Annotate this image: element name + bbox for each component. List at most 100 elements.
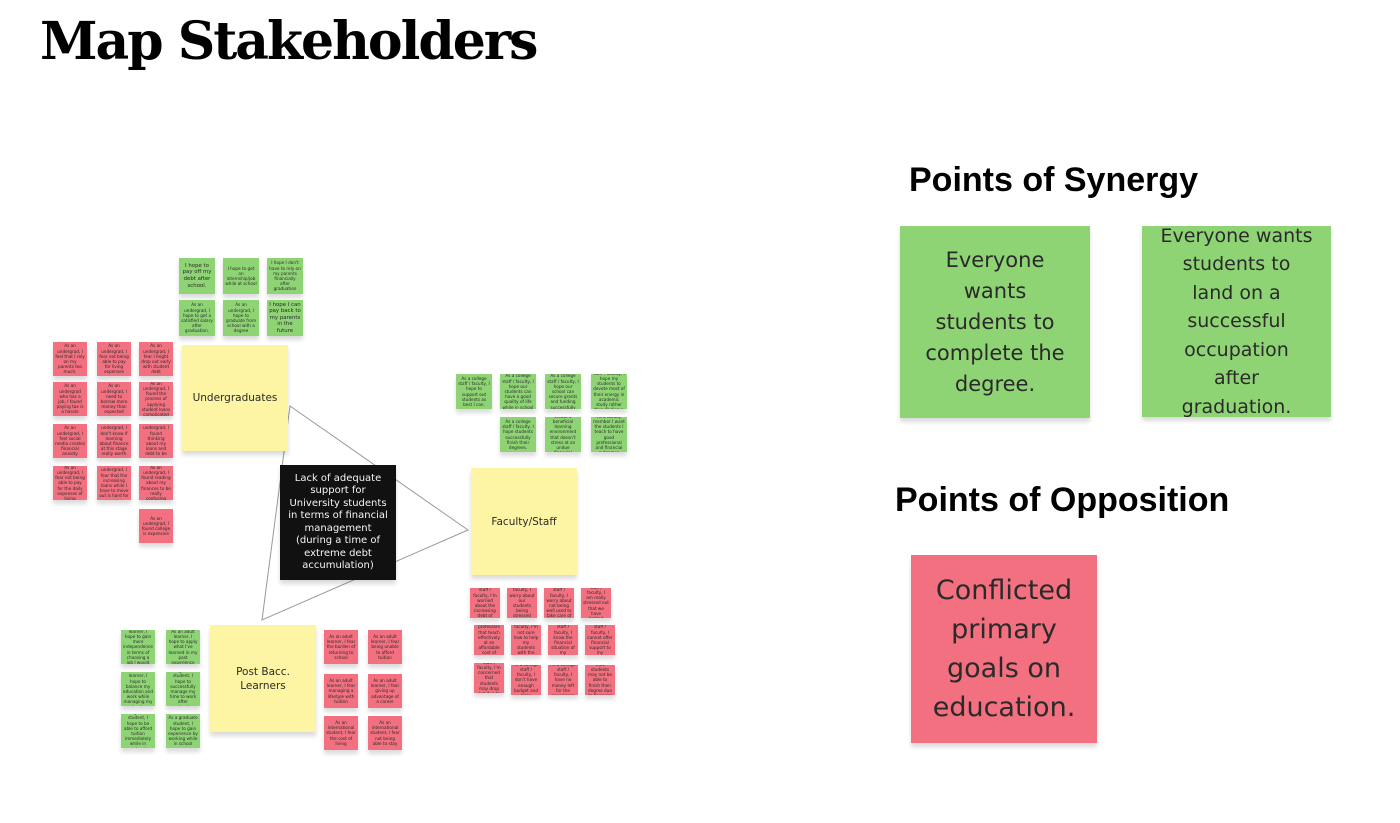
note-text: As an adult learner, I fear being unable… <box>370 633 400 660</box>
opposition-heading: Points of Opposition <box>895 481 1230 519</box>
stakeholder-label: Faculty/Staff <box>491 515 557 528</box>
faculty-concern-note[interactable]: As a college staff / faculty, I worry ab… <box>507 588 537 618</box>
faculty-hope-note[interactable]: As a college staff / faculty, I hope our… <box>500 374 536 409</box>
faculty-hope-note[interactable]: As a college staff / faculty, I hope our… <box>545 374 581 409</box>
faculty-hope-note[interactable]: As a faculty member I want the students … <box>591 417 627 452</box>
stakeholder-undergraduates[interactable]: Undergraduates <box>182 345 288 451</box>
postbacc-hope-note[interactable]: As an adult learner, I hope to gain more… <box>121 630 155 664</box>
note-text: As an adult learner, I hope to gain more… <box>123 630 153 664</box>
faculty-hope-note[interactable]: As a college staff / faculty, I hope my … <box>591 374 627 409</box>
note-text: As an undergrad who has a job, I found p… <box>56 383 84 415</box>
undergrad-concern-note[interactable]: As an undergrad who has a job, I found p… <box>53 382 87 416</box>
postbacc-hope-note[interactable]: As an adult learner, I hope to apply wha… <box>166 630 200 664</box>
undergrad-concern-note[interactable]: As an undergrad, I fear that the increas… <box>97 466 131 500</box>
undergrad-concern-note[interactable]: As an undergrad, I feel social media cre… <box>53 424 87 458</box>
note-text: As an adult learner, I fear the burden o… <box>326 633 356 660</box>
undergrad-hope-note[interactable]: I hope I don't have to rely on my parent… <box>267 258 303 294</box>
note-text: As an undergrad, I fear not being able t… <box>55 466 85 500</box>
undergrad-hope-note[interactable]: I hope I can pay back to my parents in t… <box>267 300 303 336</box>
note-text: As an undergrad, I found reading about m… <box>141 466 171 500</box>
postbacc-hope-note[interactable]: As an adult learner, I hope to balance m… <box>121 672 155 706</box>
note-text: As a college staff / faculty, I am reall… <box>583 588 609 618</box>
faculty-concern-note[interactable]: As a college staff / faculty, I don't ha… <box>511 665 541 695</box>
undergrad-concern-note[interactable]: As an undergrad, I feel that I rely on m… <box>53 342 87 376</box>
note-text: Everyone wants students to land on a suc… <box>1160 226 1313 417</box>
note-text: As an undergrad, I feel that I rely on m… <box>55 343 85 375</box>
opposition-note[interactable]: Conflicted primary goals on education. <box>911 555 1097 743</box>
undergrad-hope-note[interactable]: As an undergrad, I hope to graduate from… <box>223 300 259 336</box>
note-text: I hope to get an internship/job while at… <box>225 265 257 287</box>
note-text: As an undergrad, I hope to get a satisfi… <box>181 302 213 334</box>
note-text: As a college staff / faculty, I don't ha… <box>513 665 539 695</box>
undergrad-concern-note[interactable]: As an undergrad, I fear not being able t… <box>53 466 87 500</box>
note-text: Everyone wants students to complete the … <box>925 247 1065 396</box>
note-text: As an international student, I fear the … <box>326 719 356 746</box>
note-text: Conflicted primary goals on education. <box>932 575 1076 723</box>
undergrad-concern-note[interactable]: As an undergrad, I don't know if learnin… <box>97 424 131 458</box>
note-text: As a college staff / faculty, I have no … <box>550 665 575 695</box>
undergrad-concern-note[interactable]: As an undergrad, I fear I might drop out… <box>139 342 173 376</box>
postbacc-concern-note[interactable]: As an adult learner, I fear managing a l… <box>324 674 358 708</box>
undergrad-hope-note[interactable]: I hope to get an internship/job while at… <box>223 258 259 294</box>
faculty-concern-note[interactable]: As a college staff / faculty, I am reall… <box>581 588 611 618</box>
note-text: As a college staff / faculty, I hope our… <box>502 374 534 409</box>
faculty-concern-note[interactable]: As a college staff / faculty, I'm not su… <box>511 625 541 655</box>
undergrad-concern-note[interactable]: As an undergrad, I found college is expe… <box>139 509 173 543</box>
note-text: As an undergrad, I feel social media cre… <box>55 425 85 457</box>
note-text: Finding professors that teach effectivel… <box>478 625 500 655</box>
note-text: As a graduate student, I hope to be able… <box>123 714 153 748</box>
undergrad-concern-note[interactable]: As an undergrad, I need to borrow more m… <box>97 382 131 416</box>
note-text: As an adult learner, I hope to apply wha… <box>168 630 198 664</box>
note-text: As a college staff / faculty, I worry ab… <box>546 588 572 618</box>
stakeholder-faculty-staff[interactable]: Faculty/Staff <box>471 468 577 575</box>
postbacc-concern-note[interactable]: As an adult learner, I fear being unable… <box>368 630 402 664</box>
undergrad-hope-note[interactable]: I hope to pay off my debt after school. <box>179 258 215 294</box>
postbacc-hope-note[interactable]: As a graduate student, I hope to be able… <box>121 714 155 748</box>
faculty-concern-note[interactable]: As a college staff / faculty, I'm concer… <box>474 663 504 693</box>
core-problem-note[interactable]: Lack of adequate support for University … <box>280 465 396 580</box>
faculty-concern-note[interactable]: As a college staff / faculty, I know the… <box>548 625 578 655</box>
note-text: As a college staff / faculty, I hope stu… <box>502 418 534 450</box>
undergrad-concern-note[interactable]: As an undergrad, I found the process of … <box>139 382 173 416</box>
note-text: As an undergrad, I fear that the increas… <box>99 466 129 500</box>
faculty-hope-note[interactable]: A student to create a beneficial learnin… <box>545 417 581 452</box>
postbacc-concern-note[interactable]: As an adult learner, I fear giving up ad… <box>368 674 402 708</box>
faculty-concern-note[interactable]: Finding professors that teach effectivel… <box>474 625 504 655</box>
note-text: As an international student, I fear not … <box>370 719 400 746</box>
undergrad-concern-note[interactable]: As an undergrad, I found thinking about … <box>139 424 173 458</box>
note-text: As a college staff / faculty, I'm not su… <box>513 625 539 655</box>
postbacc-concern-note[interactable]: As an international student, I fear the … <box>324 716 358 750</box>
synergy-note[interactable]: Everyone wants students to complete the … <box>900 226 1090 418</box>
undergrad-concern-note[interactable]: As an undergrad, I fear not being able t… <box>97 342 131 376</box>
postbacc-concern-note[interactable]: As an adult learner, I fear the burden o… <box>324 630 358 664</box>
note-text: As a college staff / faculty, I hope to … <box>458 375 490 407</box>
note-text: As a faculty member I want the students … <box>593 417 625 452</box>
faculty-hope-note[interactable]: As a college staff / faculty, I hope stu… <box>500 417 536 452</box>
note-text: As a graduate student, I hope to gain ex… <box>168 715 198 747</box>
faculty-concern-note[interactable]: As a college staff / faculty, I worry ab… <box>544 588 574 618</box>
note-text: As an adult learner, I hope to balance m… <box>123 672 153 706</box>
page-title: Map Stakeholders <box>40 11 538 72</box>
postbacc-hope-note[interactable]: As a graduate student, I hope to success… <box>166 672 200 706</box>
note-text: As a college staff / faculty, I'm concer… <box>477 663 501 693</box>
faculty-hope-note[interactable]: As a college staff / faculty, I hope to … <box>456 374 492 409</box>
note-text: As an undergrad, I need to borrow more m… <box>100 383 128 415</box>
undergrad-hope-note[interactable]: As an undergrad, I hope to get a satisfi… <box>179 300 215 336</box>
faculty-concern-note[interactable]: As a college staff / faculty, I have no … <box>548 665 578 695</box>
note-text: Worried that students may not be able to… <box>588 665 612 695</box>
note-text: As a college staff / faculty, I'm worrie… <box>473 588 497 618</box>
note-text: As an undergrad, I fear not being able t… <box>99 343 129 375</box>
stakeholder-label: Post Bacc. Learners <box>236 665 290 692</box>
stakeholder-post-bacc-learners[interactable]: Post Bacc. Learners <box>210 625 316 732</box>
faculty-concern-note[interactable]: As a college staff / faculty, I'm worrie… <box>470 588 500 618</box>
note-text: As an undergrad, I found the process of … <box>141 382 171 416</box>
problem-text: Lack of adequate support for University … <box>288 472 388 572</box>
synergy-note[interactable]: Everyone wants students to land on a suc… <box>1142 226 1331 417</box>
undergrad-concern-note[interactable]: As an undergrad, I found reading about m… <box>139 466 173 500</box>
postbacc-hope-note[interactable]: As a graduate student, I hope to gain ex… <box>166 714 200 748</box>
faculty-concern-note[interactable]: Worried that students may not be able to… <box>585 665 615 695</box>
faculty-concern-note[interactable]: As a college staff / faculty, I cannot o… <box>585 625 615 655</box>
note-text: As an adult learner, I fear giving up ad… <box>370 677 400 704</box>
postbacc-concern-note[interactable]: As an international student, I fear not … <box>368 716 402 750</box>
